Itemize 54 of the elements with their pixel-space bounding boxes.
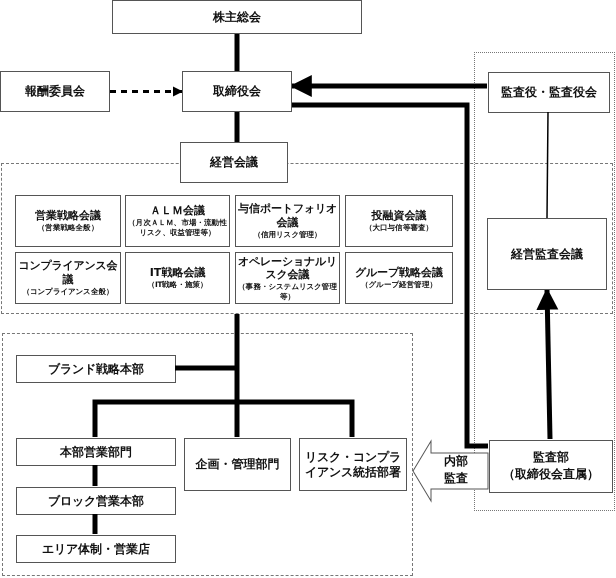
node-label: オペレーショナルリスク会議 (237, 254, 338, 282)
node-label: 企画・管理部門 (194, 457, 280, 472)
node-label: 経営監査会議 (510, 246, 584, 262)
org-box (182, 71, 292, 112)
connector-line (92, 465, 98, 486)
node-label: 監査部 (532, 450, 570, 466)
org-box (16, 487, 176, 515)
connector-line (92, 514, 98, 534)
node-label: ブランド戦略本部 (47, 362, 145, 376)
org-box (184, 438, 291, 491)
node-subtitle: （取締役会直属） (503, 467, 599, 483)
committee-box (345, 252, 453, 304)
node-label: リスク・コンプライアンス統括部署 (304, 450, 402, 480)
org-box (16, 355, 176, 383)
org-box (112, 0, 362, 34)
node-label: 取締役会 (212, 84, 262, 99)
org-box (0, 71, 110, 112)
connector-line (234, 34, 240, 71)
node-label: ＡＬＭ会議 (149, 204, 206, 218)
arrow (536, 288, 558, 440)
org-box (487, 218, 607, 290)
committee-box (125, 252, 230, 304)
arrow (110, 86, 183, 96)
org-box (16, 438, 176, 466)
org-box (16, 535, 176, 563)
dashed-region (2, 333, 413, 576)
committee-box (235, 252, 340, 304)
node-label: ブロック営業本部 (47, 494, 145, 508)
connector-line (292, 102, 488, 448)
committee-box (15, 252, 121, 304)
node-label: グループ戦略会議 (354, 266, 444, 280)
org-box (180, 142, 288, 183)
node-label: エリア体制・営業店 (41, 542, 151, 556)
org-box (489, 440, 613, 493)
node-label: 与信ポートフォリオ会議 (237, 202, 338, 230)
connector-line (546, 112, 549, 218)
node-label: コンプライアンス会議 (18, 259, 118, 287)
node-label: 営業戦略会議 (34, 209, 102, 223)
node-label: 経営会議 (208, 155, 259, 170)
node-label: 報酬委員会 (24, 84, 86, 99)
node-label: 監査役・監査役会 (500, 85, 598, 100)
committee-box (345, 195, 453, 247)
hollow-arrow (412, 439, 488, 503)
committee-box (15, 195, 121, 247)
node-label: 株主総会 (212, 10, 262, 24)
node-label: 投融資会議 (370, 209, 428, 223)
committee-box (235, 195, 340, 247)
node-label: 本部営業部門 (58, 444, 133, 460)
connector-line (234, 112, 240, 142)
org-box (299, 438, 407, 491)
committee-box (125, 195, 230, 247)
org-box (488, 72, 610, 113)
node-label: IT戦略会議 (148, 266, 206, 280)
edge-label: 内部監査 (443, 453, 470, 487)
